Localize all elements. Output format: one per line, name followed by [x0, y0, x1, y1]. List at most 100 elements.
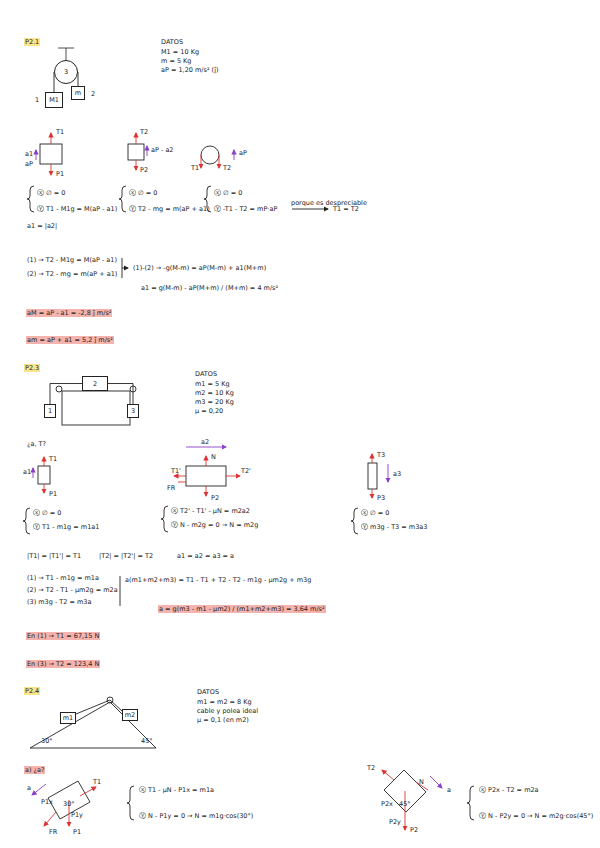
note-text: 2 [90, 90, 96, 98]
highlighted-text: P2.1 [24, 38, 40, 46]
note-text: a [26, 784, 32, 792]
note-text: T1 [55, 128, 65, 136]
note-text: a3 [392, 470, 402, 478]
note-text: T2 [366, 764, 376, 772]
highlighted-text: am = aP + a1 = 5,2 ĵ m/s² [26, 336, 114, 344]
highlighted-text: P2.4 [24, 687, 40, 695]
note-text: P2 [210, 494, 220, 502]
block-label: 1 [48, 407, 52, 415]
note-text: ⓧ ∅ = 0 [213, 189, 243, 197]
note-text: |T1| = |T1'| = T1 [26, 552, 82, 560]
block-label: m1 [63, 714, 73, 722]
note-text: aP = 1,20 m/s² (ĵ) [160, 66, 219, 74]
note-text: ⓨ N - P2y = 0 → N = m2g·cos(45°) [478, 812, 594, 820]
note-text: ⓨ m3g - T3 = m3a3 [360, 523, 428, 531]
note-text: P3 [376, 494, 386, 502]
note-text: P2 [409, 826, 419, 834]
note-text: T2' [240, 467, 252, 475]
pulley-circle: 3 [54, 60, 78, 84]
note-text: P1x [40, 798, 54, 806]
block-label: m [75, 89, 81, 97]
table-figure [56, 386, 136, 425]
note-text: FR [48, 828, 58, 836]
mass-block: m2 [122, 709, 138, 721]
note-text: DATOS [196, 688, 220, 696]
mass-block: m1 [60, 712, 76, 724]
block-label: 3 [131, 407, 135, 415]
note-text: a1 [22, 468, 32, 476]
note-text: ⓧ ∅ = 0 [128, 189, 158, 197]
note-text: ⓨ N - m2g = 0 → N = m2g [170, 521, 259, 529]
note-text: (3) m3g - T2 = m3a [26, 598, 92, 606]
note-text: T2 [222, 164, 232, 172]
note-text: ⓨ N - P1y = 0 → N = m1g·cos(30°) [138, 812, 254, 820]
note-text: a2 [200, 438, 210, 446]
note-text: (1) → T2 - M1g = M(aP - a1) [26, 256, 118, 264]
note-text: m1 = 5 Kg [194, 380, 231, 388]
note-text: ⓨ T1 - m1g = m1a1 [32, 523, 100, 531]
mass-block: M1 [45, 92, 63, 108]
note-text: ¿a, T? [26, 440, 47, 448]
block-label: M1 [49, 96, 59, 104]
block-label: m2 [125, 711, 135, 719]
highlighted-text: a = g(m3 - m1 - μm2) / (m1+m2+m3) = 3,64… [158, 605, 326, 613]
note-text: a1 = |a2| [26, 222, 58, 230]
note-text: |T2| = |T2'| = T2 [98, 552, 154, 560]
note-text: 45° [398, 800, 412, 808]
highlighted-text: En (1) → T1 = 67,15 N [26, 632, 100, 640]
note-text: aP [24, 160, 34, 168]
note-text: T3 [376, 451, 386, 459]
note-text: T1 = T2 [332, 205, 360, 213]
note-text: a [446, 786, 452, 794]
note-text: P1 [48, 490, 58, 498]
note-text: 30° [62, 800, 76, 808]
note-text: T1' [170, 467, 182, 475]
note-text: m = 5 Kg [160, 57, 193, 65]
note-text: μ = 0,20 [194, 407, 224, 415]
note-text: M1 = 10 Kg [160, 48, 200, 56]
note-text: ⓨ T2 - mg = m(aP + a1) [128, 205, 211, 213]
note-text: ⓧ T1 - μN - P1x = m1a [138, 786, 215, 794]
free-body-diagrams-2 [23, 447, 388, 606]
note-text: T2 [139, 128, 149, 136]
note-text: 45° [140, 737, 154, 745]
note-text: 1 [34, 96, 40, 104]
incline-figure [30, 697, 156, 748]
note-text: aP [238, 149, 248, 157]
note-text: cable y polea ideal [196, 707, 259, 715]
block-label: 2 [93, 380, 97, 388]
note-text: m1 = m2 = 8 Kg [196, 698, 253, 706]
note-text: ⓧ ∅ = 0 [32, 509, 62, 517]
highlighted-text: aM = aP - a1 = -2,8 ĵ m/s² [26, 309, 112, 317]
note-text: m3 = 20 Kg [194, 398, 235, 406]
note-text: (1)-(2) → -g(M-m) = aP(M-m) + a1(M+m) [132, 264, 267, 272]
note-text: 30° [40, 737, 54, 745]
note-text: a(m1+m2+m3) = T1 - T1 + T2 - T2 - m1g - … [124, 576, 312, 584]
highlighted-text: a) ¿a? [24, 766, 45, 774]
rope-line [50, 384, 82, 405]
note-text: ⓧ ∅ = 0 [36, 189, 66, 197]
note-text: P1 [55, 170, 65, 178]
note-text: P1y [70, 811, 84, 819]
note-text: ⓧ T2' - T1' - μN = m2a2 [170, 507, 251, 515]
note-text: ⓧ ∅ = 0 [360, 509, 390, 517]
note-text: P2y [388, 818, 402, 826]
highlighted-text: P2.3 [24, 364, 40, 372]
mass-block: 2 [82, 376, 108, 391]
note-text: P2 [139, 166, 149, 174]
note-text: a1 = a2 = a3 = a [176, 552, 235, 560]
free-body-diagrams-1 [27, 133, 328, 278]
note-text: a1 [24, 150, 34, 158]
note-text: T1 [48, 455, 58, 463]
note-text: ⓨ T1 - M1g = M(aP - a1) [36, 205, 118, 213]
note-text: a1 = g(M-m) - aP(M+m) / (M+m) = 4 m/s² [140, 284, 279, 292]
block-label: 3 [64, 68, 68, 76]
note-text: (2) → T2 - T1 - μm2g = m2a [26, 586, 119, 594]
note-text: T1 [92, 778, 102, 786]
note-text: N [418, 778, 425, 786]
note-text: T1 [190, 164, 200, 172]
pulley-support [58, 48, 74, 60]
note-text: DATOS [194, 370, 218, 378]
